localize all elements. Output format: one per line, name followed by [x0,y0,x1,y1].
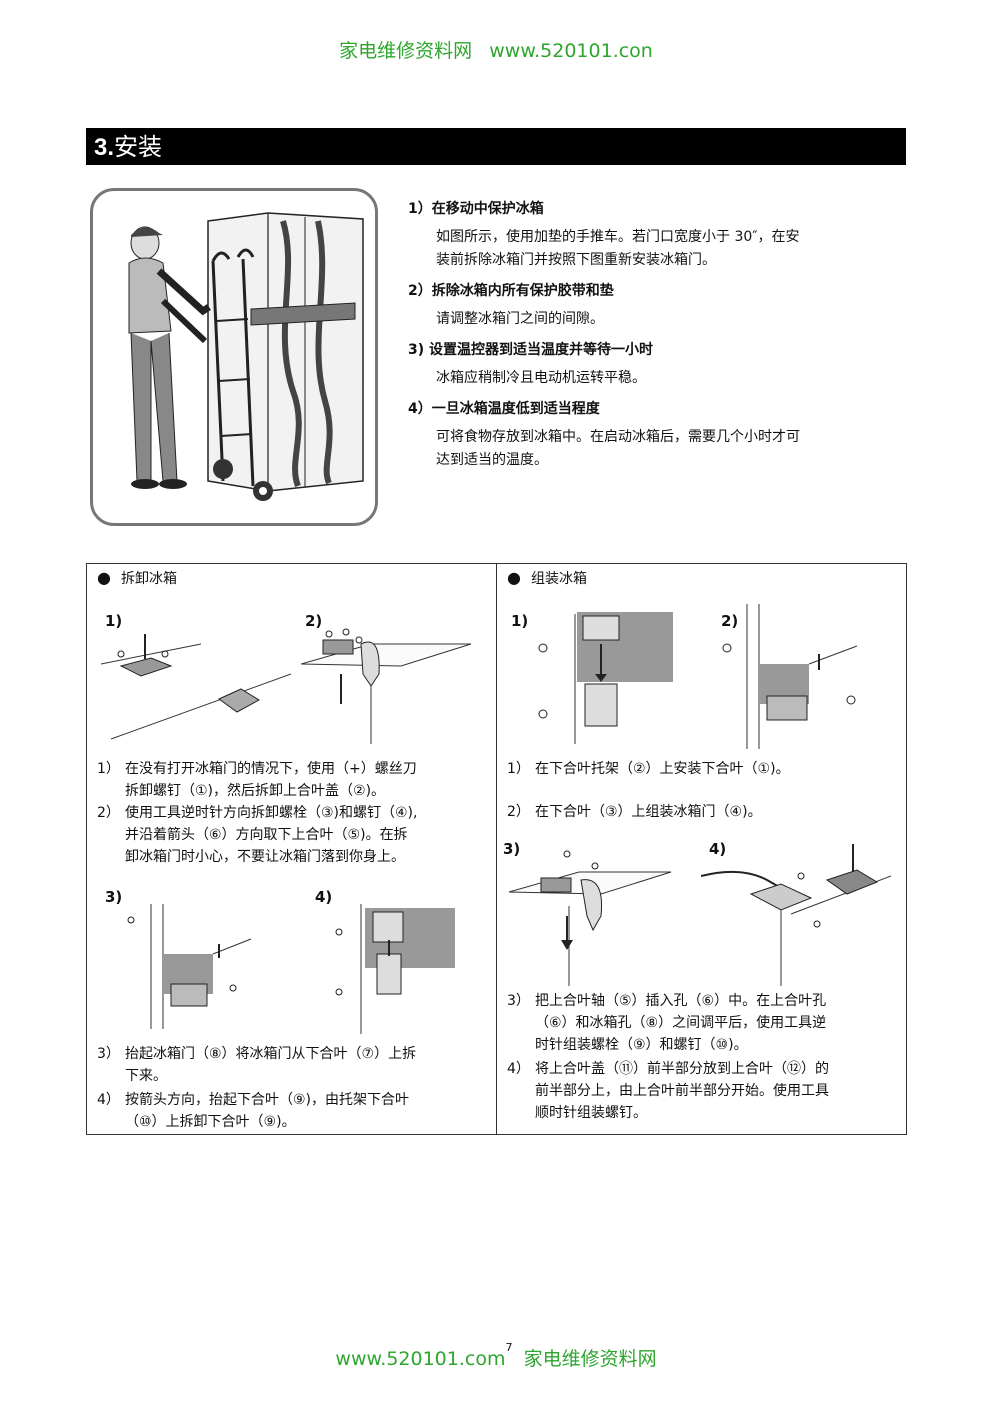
assemble-step-3: 3） 把上合叶轴（⑤）插入孔（⑥）中。在上合叶孔 （⑥）和冰箱孔（⑧）之间调平后，… [507,990,902,1056]
step-line: 卸冰箱门时小心，不要让冰箱门落到你身上。 [125,849,405,865]
step-number: 1） [97,761,120,777]
remove-figure-2: 2) [301,604,491,744]
step-line: 在下合叶托架（②）上安装下合叶（①)。 [535,761,790,777]
step-4: 4）一旦冰箱温度低到适当程度 可将食物存放到冰箱中。在启动冰箱后，需要几个小时才… [408,398,902,472]
assemble-step-1: 1） 在下合叶托架（②）上安装下合叶（①)。 [507,758,902,780]
step-line: 按箭头方向，抬起下合叶（⑨)，由托架下合叶 [125,1092,410,1108]
footer: www.520101.com7 家电维修资料网 [0,1341,992,1371]
step-line: 使用工具逆时针方向拆卸螺栓（③)和螺钉（④), [125,805,418,821]
step-number: 2） [507,804,530,820]
step-line: 将上合叶盖（⑪）前半部分放到上合叶（⑫）的 [535,1061,829,1077]
figure-label: 1) [105,612,123,630]
step-number: 2） [97,805,120,821]
step-body: 冰箱应稍制冷且电动机运转平稳。 [436,367,902,390]
step-body: 可将食物存放到冰箱中。在启动冰箱后，需要几个小时才可 达到适当的温度。 [436,426,902,472]
assemble-step-4: 4） 将上合叶盖（⑪）前半部分放到上合叶（⑫）的 前半部分上，由上合叶前半部分开始… [507,1058,902,1124]
step-line: 顺时针组装螺钉。 [535,1105,647,1121]
remove-step-1: 1） 在没有打开冰箱门的情况下，使用（+）螺丝刀 拆卸螺钉（①)，然后拆卸上合叶盖… [97,758,492,802]
step-line: 冰箱应稍制冷且电动机运转平稳。 [436,370,646,386]
assemble-figure-4: 4) [701,836,897,986]
step-heading: 4）一旦冰箱温度低到适当程度 [408,401,600,417]
remove-step-3: 3） 抬起冰箱门（⑧）将冰箱门从下合叶（⑦）上拆 下来。 [97,1043,492,1087]
step-heading: 3) 设置温控器到适当温度并等待一小时 [408,342,654,358]
step-body: 请调整冰箱门之间的间隙。 [436,308,902,331]
section-title: 安装 [114,133,163,161]
step-line: 可将食物存放到冰箱中。在启动冰箱后，需要几个小时才可 [436,429,800,445]
step-line: （⑥）和冰箱孔（⑧）之间调平后，使用工具逆 [535,1015,827,1031]
figure-label: 2) [305,612,323,630]
remove-step-2: 2） 使用工具逆时针方向拆卸螺栓（③)和螺钉（④), 并沿着箭头（⑥）方向取下上合… [97,802,492,868]
top-header: 家电维修资料网 www.520101.con [0,36,992,63]
step-number: 3） [97,1046,120,1062]
step-line: 前半部分上，由上合叶前半部分开始。使用工具 [535,1083,829,1099]
assemble-step-2: 2） 在下合叶（③）上组装冰箱门（④)。 [507,801,902,823]
left-column-heading: ● 拆卸冰箱 [97,568,177,588]
section-number: 3. [94,134,115,161]
column-divider [496,564,497,1134]
left-heading-text: 拆卸冰箱 [120,571,177,587]
figure-label: 3) [105,888,123,906]
bullet-icon: ● [97,568,111,587]
right-column-heading: ● 组装冰箱 [507,568,587,588]
door-procedure-table: ● 拆卸冰箱 1) 2) 1） 在没有打开冰箱门的情况下，使用（+）螺丝刀 [86,563,907,1135]
step-2: 2）拆除冰箱内所有保护胶带和垫 请调整冰箱门之间的间隙。 [408,280,902,331]
step-line: 如图所示，使用加垫的手推车。若门口宽度小于 30″，在安 [436,229,800,245]
remove-step-4: 4） 按箭头方向，抬起下合叶（⑨)，由托架下合叶 （⑩）上拆卸下合叶（⑨)。 [97,1089,492,1133]
step-line: 装前拆除冰箱门并按照下图重新安装冰箱门。 [436,252,716,268]
step-body: 如图所示，使用加垫的手推车。若门口宽度小于 30″，在安 装前拆除冰箱门并按照下… [436,226,902,272]
page-number: 7 [505,1341,513,1354]
remove-figure-1: 1) [101,604,291,744]
footer-site-name[interactable]: 家电维修资料网 [523,1348,657,1370]
step-3: 3) 设置温控器到适当温度并等待一小时 冰箱应稍制冷且电动机运转平稳。 [408,339,902,390]
hand-truck-illustration [90,188,378,526]
step-number: 4） [97,1092,120,1108]
figure-label: 2) [721,612,739,630]
figure-label: 1) [511,612,529,630]
bullet-icon: ● [507,568,521,587]
installation-steps: 1）在移动中保护冰箱 如图所示，使用加垫的手推车。若门口宽度小于 30″，在安 … [408,198,902,480]
right-heading-text: 组装冰箱 [530,571,587,587]
step-line: 抬起冰箱门（⑧）将冰箱门从下合叶（⑦）上拆 [125,1046,417,1062]
assemble-figure-2: 2) [707,604,897,749]
step-number: 1） [507,761,530,777]
step-line: 在没有打开冰箱门的情况下，使用（+）螺丝刀 [125,761,417,777]
figure-label: 3) [503,840,521,858]
step-heading: 2）拆除冰箱内所有保护胶带和垫 [408,283,614,299]
step-line: 拆卸螺钉（①)，然后拆卸上合叶盖（②)。 [125,783,386,799]
step-line: 在下合叶（③）上组装冰箱门（④)。 [535,804,762,820]
step-line: 把上合叶轴（⑤）插入孔（⑥）中。在上合叶孔 [535,993,827,1009]
assemble-figure-1: 1) [507,604,697,749]
figure-label: 4) [315,888,333,906]
figure-label: 4) [709,840,727,858]
step-line: 达到适当的温度。 [436,452,548,468]
step-line: 时针组装螺栓（⑨）和螺钉（⑩)。 [535,1037,748,1053]
step-heading: 1）在移动中保护冰箱 [408,201,544,217]
step-line: 请调整冰箱门之间的间隙。 [436,311,604,327]
step-line: （⑩）上拆卸下合叶（⑨)。 [125,1114,296,1130]
footer-url[interactable]: www.520101.com [335,1348,506,1370]
header-site-name[interactable]: 家电维修资料网 [339,40,473,62]
remove-figure-4: 4) [301,884,491,1034]
assemble-figure-3: 3) [501,836,691,986]
remove-figure-3: 3) [101,884,291,1034]
section-title-bar: 3.安装 [86,128,906,165]
header-url[interactable]: www.520101.con [489,40,653,62]
step-number: 4） [507,1061,530,1077]
step-number: 3） [507,993,530,1009]
step-line: 下来。 [125,1068,167,1084]
step-1: 1）在移动中保护冰箱 如图所示，使用加垫的手推车。若门口宽度小于 30″，在安 … [408,198,902,272]
step-line: 并沿着箭头（⑥）方向取下上合叶（⑤)。在拆 [125,827,408,843]
